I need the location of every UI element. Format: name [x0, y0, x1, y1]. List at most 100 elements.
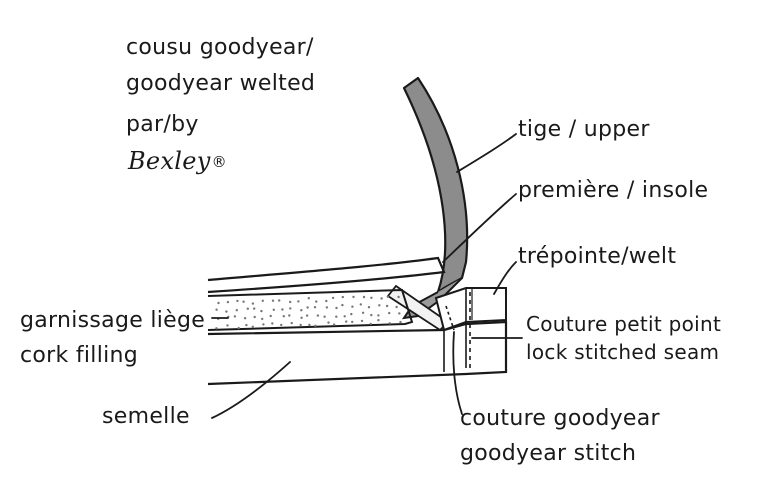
cork-dot [343, 315, 346, 318]
cork-dot [305, 314, 309, 317]
cork-dot [226, 324, 229, 327]
brand-name: Bexley [128, 147, 211, 175]
cork-dot [335, 315, 338, 318]
cork-dot [253, 307, 256, 310]
header-line-3: par/by [126, 112, 199, 137]
leader-sole [211, 361, 291, 419]
cork-dot [345, 320, 348, 323]
cork-dot [246, 307, 249, 310]
cork-dot [370, 313, 373, 317]
cork-dot [325, 306, 329, 309]
cork-dot [315, 300, 318, 303]
cork-dot [236, 299, 239, 303]
cork-dot [290, 321, 293, 325]
cork-dot [289, 300, 292, 304]
cork-dot [260, 309, 263, 313]
cork-dot [269, 314, 272, 318]
upper-shape [402, 76, 469, 294]
cork-dot [369, 322, 372, 326]
cork-dot [300, 309, 303, 312]
cork-dot [308, 323, 311, 327]
cork-dot [306, 306, 309, 309]
cork-dot [323, 315, 326, 318]
cork-dot [341, 303, 344, 307]
cork-dot [280, 323, 283, 327]
cork-dot [377, 319, 380, 322]
cork-dot [395, 305, 398, 309]
cork-dot [297, 300, 300, 303]
leader-lines [211, 133, 523, 419]
cork-filling-dots [215, 295, 402, 330]
cork-dot [245, 323, 248, 327]
cork-dot [299, 323, 302, 327]
cork-dot [225, 310, 228, 313]
cork-dot [288, 314, 291, 317]
cork-dot [370, 296, 373, 299]
cork-dot [235, 309, 238, 312]
cork-dot [261, 317, 264, 321]
header-line-2: goodyear welted [126, 71, 316, 96]
cork-dot [332, 323, 336, 326]
cork-dot [386, 295, 390, 298]
cork-dot [226, 300, 230, 304]
cork-dot [271, 322, 274, 325]
leader-upper [456, 133, 517, 173]
cork-dot [335, 306, 338, 310]
cork-dot [262, 323, 265, 326]
cork-dot [313, 306, 317, 309]
insole-shape [207, 256, 446, 294]
cork-dot [282, 315, 285, 318]
label-sole: semelle [102, 404, 190, 429]
cork-dot [217, 301, 220, 305]
cork-dot [398, 312, 401, 315]
label-upper: tige / upper [518, 117, 650, 142]
cork-dot [362, 295, 366, 299]
sole-shape [207, 320, 508, 386]
cork-dot [272, 308, 275, 311]
cork-dot [385, 304, 389, 308]
cork-dot [380, 297, 383, 300]
cork-dot [251, 302, 255, 305]
cork-dot [251, 325, 254, 328]
label-lock-stitch-en: lock stitched seam [526, 340, 720, 364]
cork-dot [327, 321, 330, 324]
cork-dot [314, 324, 317, 327]
cork-dot [378, 304, 381, 307]
cork-dot [359, 303, 362, 306]
cork-dot [399, 320, 402, 324]
cork-dot [261, 299, 264, 302]
label-welt: trépointe/welt [518, 244, 677, 269]
cork-dot [352, 295, 355, 299]
label-goodyear-stitch-fr: couture goodyear [460, 406, 660, 431]
cork-dot [361, 311, 365, 314]
cork-dot [377, 314, 380, 317]
cork-dot [253, 315, 256, 319]
cork-dot [367, 306, 371, 309]
cork-dot [397, 295, 400, 299]
cork-dot [233, 315, 237, 318]
registered-mark: ® [211, 153, 227, 171]
leader-goodyear-stitch [452, 331, 463, 415]
label-lock-stitch-fr: Couture petit point [526, 312, 722, 336]
cork-dot [278, 299, 281, 302]
cork-dot [360, 319, 364, 323]
cork-dot [242, 300, 245, 303]
cork-dot [351, 320, 354, 324]
leader-insole [442, 193, 517, 263]
cork-dot [215, 308, 218, 311]
header-line-1: cousu goodyear/ [126, 35, 314, 60]
cork-dot [388, 322, 391, 325]
cork-dot [300, 316, 303, 319]
cork-dot [271, 299, 275, 302]
label-insole: première / insole [518, 178, 709, 203]
cork-dot [237, 326, 240, 330]
cork-dot [331, 296, 335, 300]
cork-dot [307, 297, 310, 300]
cork-dot [325, 299, 328, 303]
cork-dot [316, 314, 320, 317]
cork-dot [243, 317, 247, 320]
cork-dot [341, 295, 344, 299]
brand-wordmark: Bexley® [128, 146, 227, 178]
